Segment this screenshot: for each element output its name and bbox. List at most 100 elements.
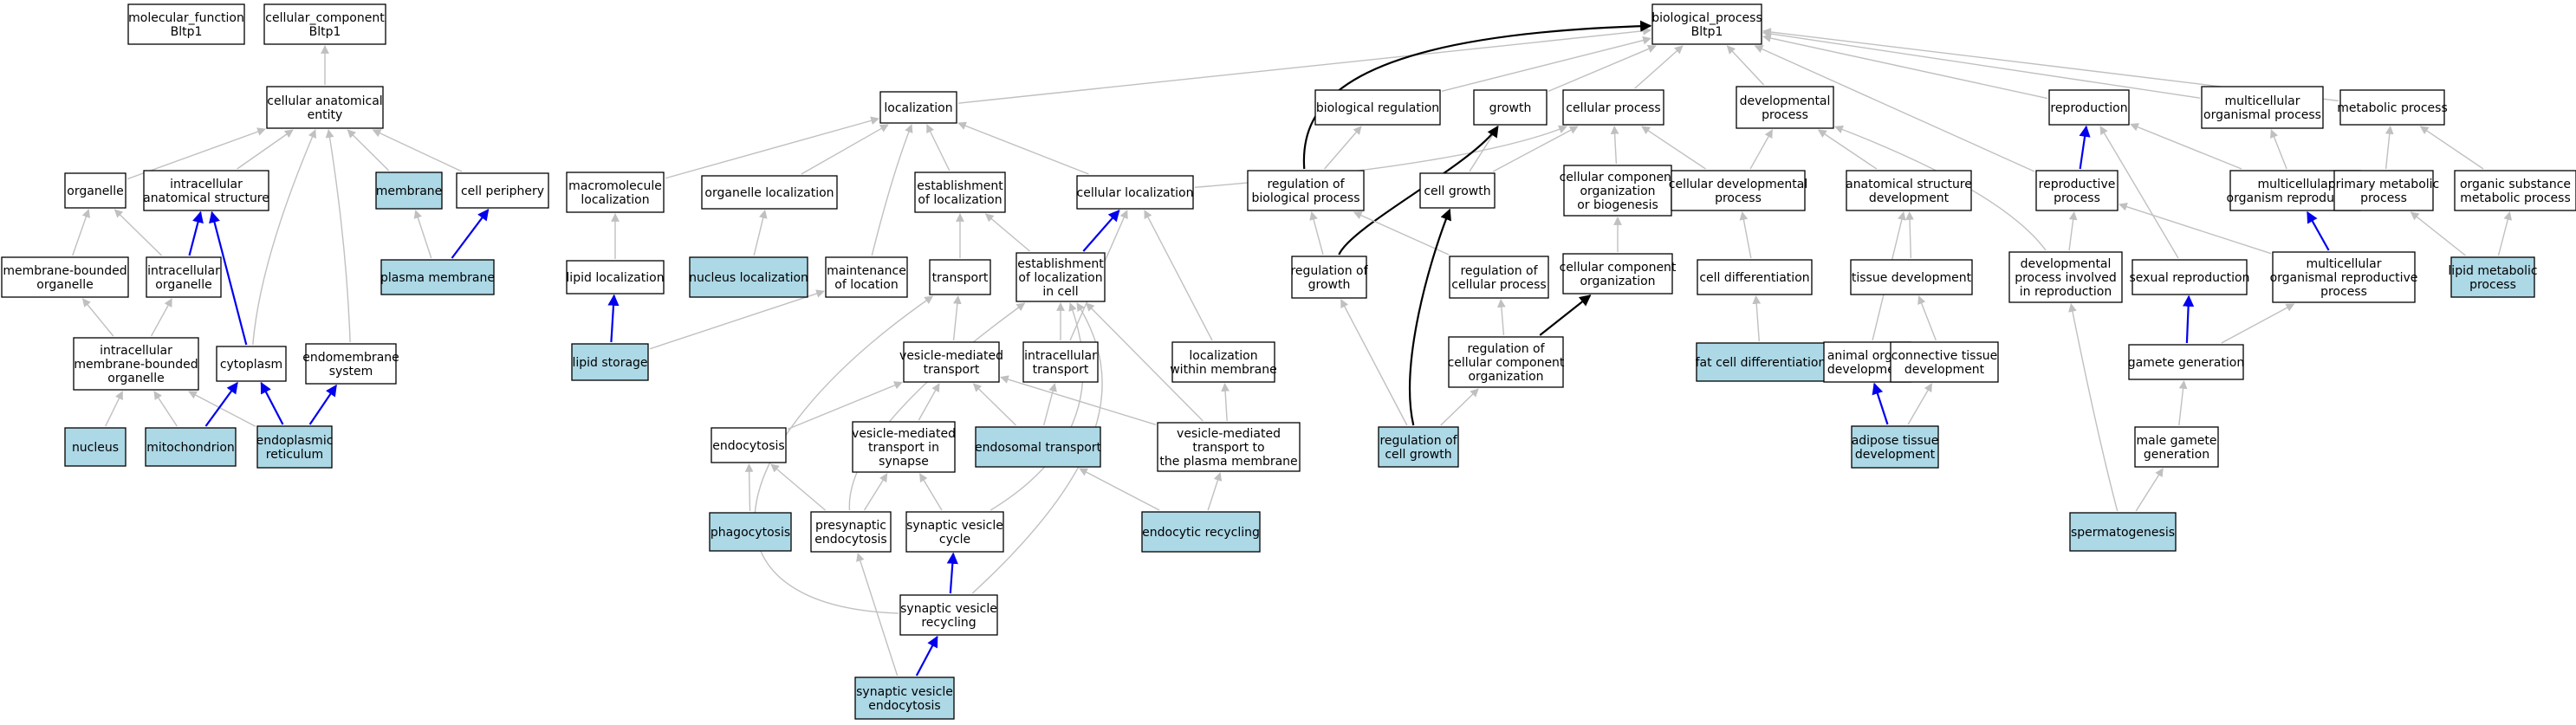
go-term-node-celldiff[interactable]: cell differentiation (1697, 259, 1813, 295)
node-label-line: growth (1489, 101, 1532, 115)
node-box (1736, 86, 1834, 129)
go-term-node-cytoplasm[interactable]: cytoplasm (216, 346, 287, 382)
go-term-node-sexrepro[interactable]: sexual reproduction (2130, 259, 2250, 295)
go-term-node-spermato[interactable]: spermatogenesis (2069, 512, 2177, 552)
go-term-node-mito[interactable]: mitochondrion (145, 427, 237, 467)
go-term-node-lipidstor[interactable]: lipid storage (571, 343, 649, 381)
node-label-line: establishment (1017, 257, 1104, 271)
go-term-node-growth[interactable]: growth (1473, 89, 1548, 126)
edge-presyn-to-vmtsyn (863, 473, 888, 511)
edge-breg-to-bp (1441, 36, 1651, 92)
edge-pm-to-membrane (413, 210, 432, 259)
node-box (1846, 170, 1972, 211)
node-box (1563, 165, 1672, 217)
node-label-line: cellular_component (265, 11, 385, 25)
go-term-node-pm[interactable]: plasma membrane (380, 259, 495, 295)
go-term-node-transport[interactable]: transport (929, 259, 991, 295)
node-box (64, 427, 127, 467)
node-label-line: cytoplasm (220, 358, 282, 372)
go-term-node-nucleus[interactable]: nucleus (64, 427, 127, 467)
go-term-node-organelle[interactable]: organelle (64, 172, 127, 209)
go-term-node-endotrans[interactable]: endosomal transport (975, 426, 1102, 468)
go-term-node-cellloc[interactable]: cellular localization (1076, 175, 1194, 210)
go-term-node-cellgrowth[interactable]: cell growth (1419, 172, 1496, 209)
go-term-node-tissdev[interactable]: tissue development (1850, 259, 1973, 295)
go-term-node-endorec[interactable]: endocytic recycling (1141, 511, 1261, 553)
edge-reprop-to-repro (2079, 125, 2091, 170)
go-term-node-membrane[interactable]: membrane (375, 172, 443, 210)
edge-loc-to-bp (957, 26, 1651, 104)
edge-gamgen-to-sexrepro (2183, 295, 2195, 344)
node-box (1141, 511, 1261, 553)
edge-regccorg-to-cco (1539, 295, 1592, 336)
go-term-node-nucloc[interactable]: nucleus localization (689, 256, 808, 298)
node-box (1076, 175, 1194, 210)
go-term-node-metab[interactable]: metabolic process (2337, 89, 2448, 126)
go-term-node-fatcell[interactable]: fat cell differentiation (1696, 342, 1827, 382)
node-box (1473, 89, 1548, 126)
node-label-line: sexual reproduction (2130, 271, 2250, 285)
go-term-node-repro[interactable]: reproduction (2048, 89, 2130, 126)
go-term-node-lipidloc[interactable]: lipid localization (566, 260, 665, 295)
edge-endotrans-to-vmt (972, 383, 1016, 426)
go-term-node-orgloc[interactable]: organelle localization (701, 175, 838, 210)
go-term-node-endocyt[interactable]: endocytosis (711, 427, 787, 463)
node-label-line: organelle (107, 372, 164, 385)
edge-sve-to-svr (915, 635, 938, 676)
go-term-node-phago[interactable]: phagocytosis (709, 512, 792, 552)
go-term-node-cperiph[interactable]: cell periphery (456, 172, 549, 209)
go-term-node-loc[interactable]: localization (879, 91, 957, 124)
edge-regcp-to-regbp (1353, 211, 1450, 256)
go-term-node-cproc[interactable]: cellular process (1562, 89, 1664, 126)
edge-svr-to-transport (754, 295, 934, 614)
go-term-node-breg[interactable]: biological regulation (1314, 89, 1441, 126)
node-label-line: metabolic process (2460, 191, 2571, 205)
node-label-line: development (1869, 191, 1950, 205)
go-term-node-gamgen[interactable]: gamete generation (2128, 344, 2244, 380)
node-box (2035, 170, 2119, 211)
